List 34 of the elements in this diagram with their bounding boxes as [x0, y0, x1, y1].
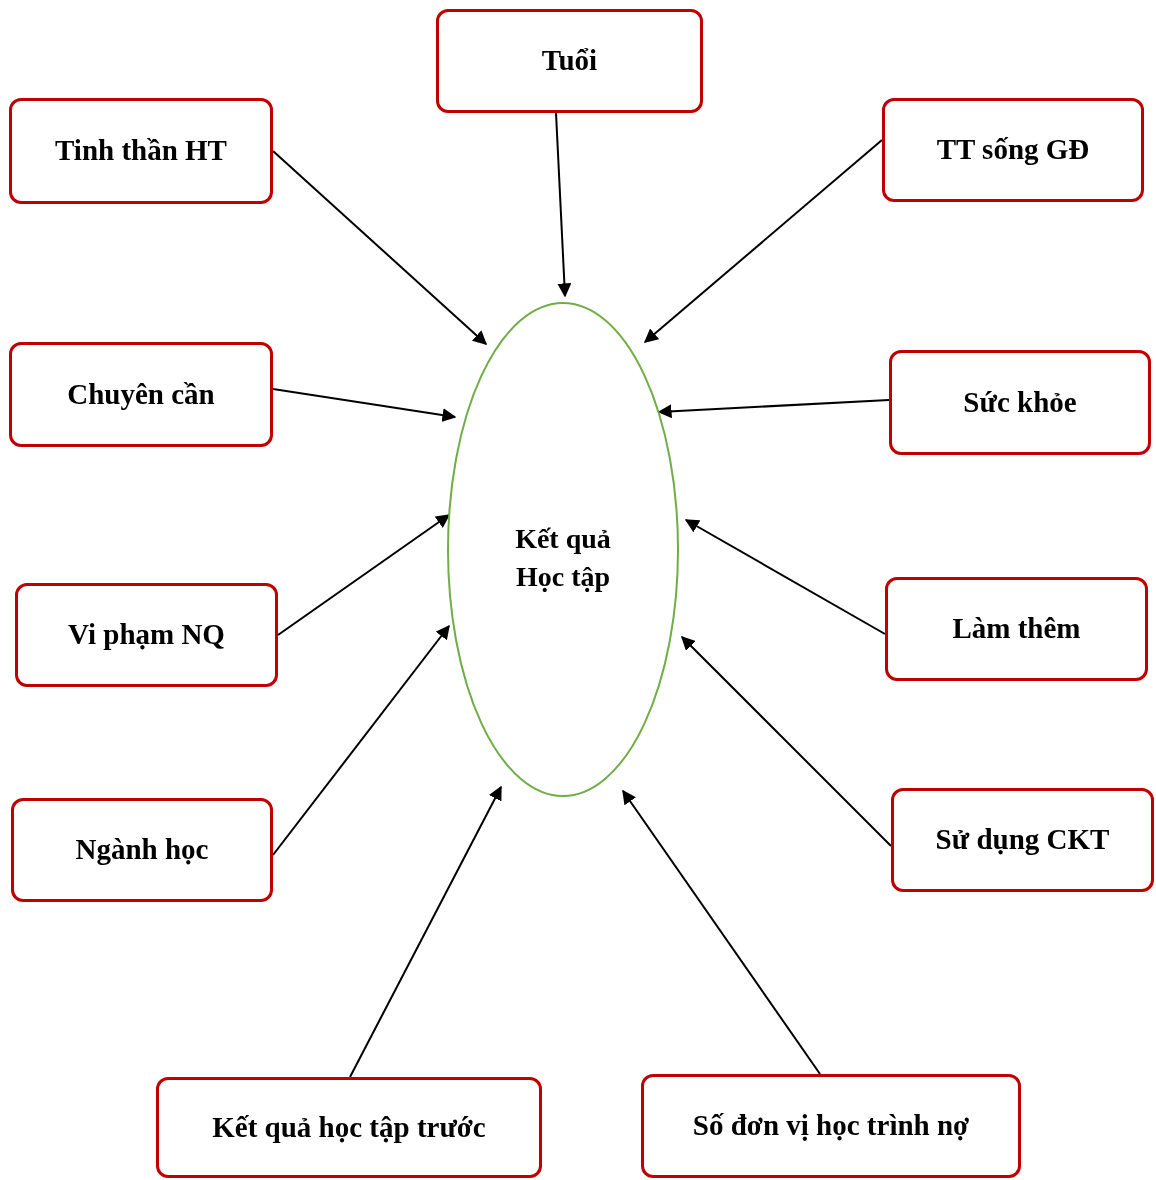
factor-box [889, 350, 1151, 455]
node-label: Làm thêm [952, 611, 1081, 647]
factor-box [9, 98, 273, 204]
node-label: Tinh thần HT [55, 133, 227, 169]
arrow [657, 399, 890, 419]
factor-box [891, 788, 1154, 892]
node-label: Kết quả học tập trước [212, 1109, 486, 1145]
factor-box [156, 1077, 542, 1178]
arrow [643, 139, 883, 343]
node-label: Tuổi [541, 43, 598, 79]
node-label: Ngành học [75, 832, 209, 868]
node-label: Sử dụng CKT [935, 822, 1110, 858]
factor-box [11, 798, 273, 902]
node-label: Sức khỏe [963, 384, 1077, 420]
node-label: Vi phạm NQ [68, 617, 225, 653]
node-label: TT sống GĐ [936, 132, 1090, 168]
node-label: Kết quả Học tập [514, 521, 612, 594]
arrow [272, 150, 488, 345]
arrow [622, 789, 821, 1075]
arrow [272, 624, 450, 856]
arrow [681, 636, 892, 847]
factor-box [9, 342, 273, 447]
node-label: Số đơn vị học trình nợ [692, 1108, 970, 1144]
arrow [277, 514, 451, 636]
node-label: Chuyên cần [67, 376, 215, 412]
factor-box [885, 577, 1148, 681]
arrow [272, 388, 457, 422]
arrow [349, 785, 502, 1078]
factor-box [436, 9, 703, 113]
arrow [555, 112, 572, 298]
factor-box [882, 98, 1144, 202]
arrow [684, 519, 886, 635]
factor-box [15, 583, 278, 687]
factor-box [641, 1074, 1021, 1178]
